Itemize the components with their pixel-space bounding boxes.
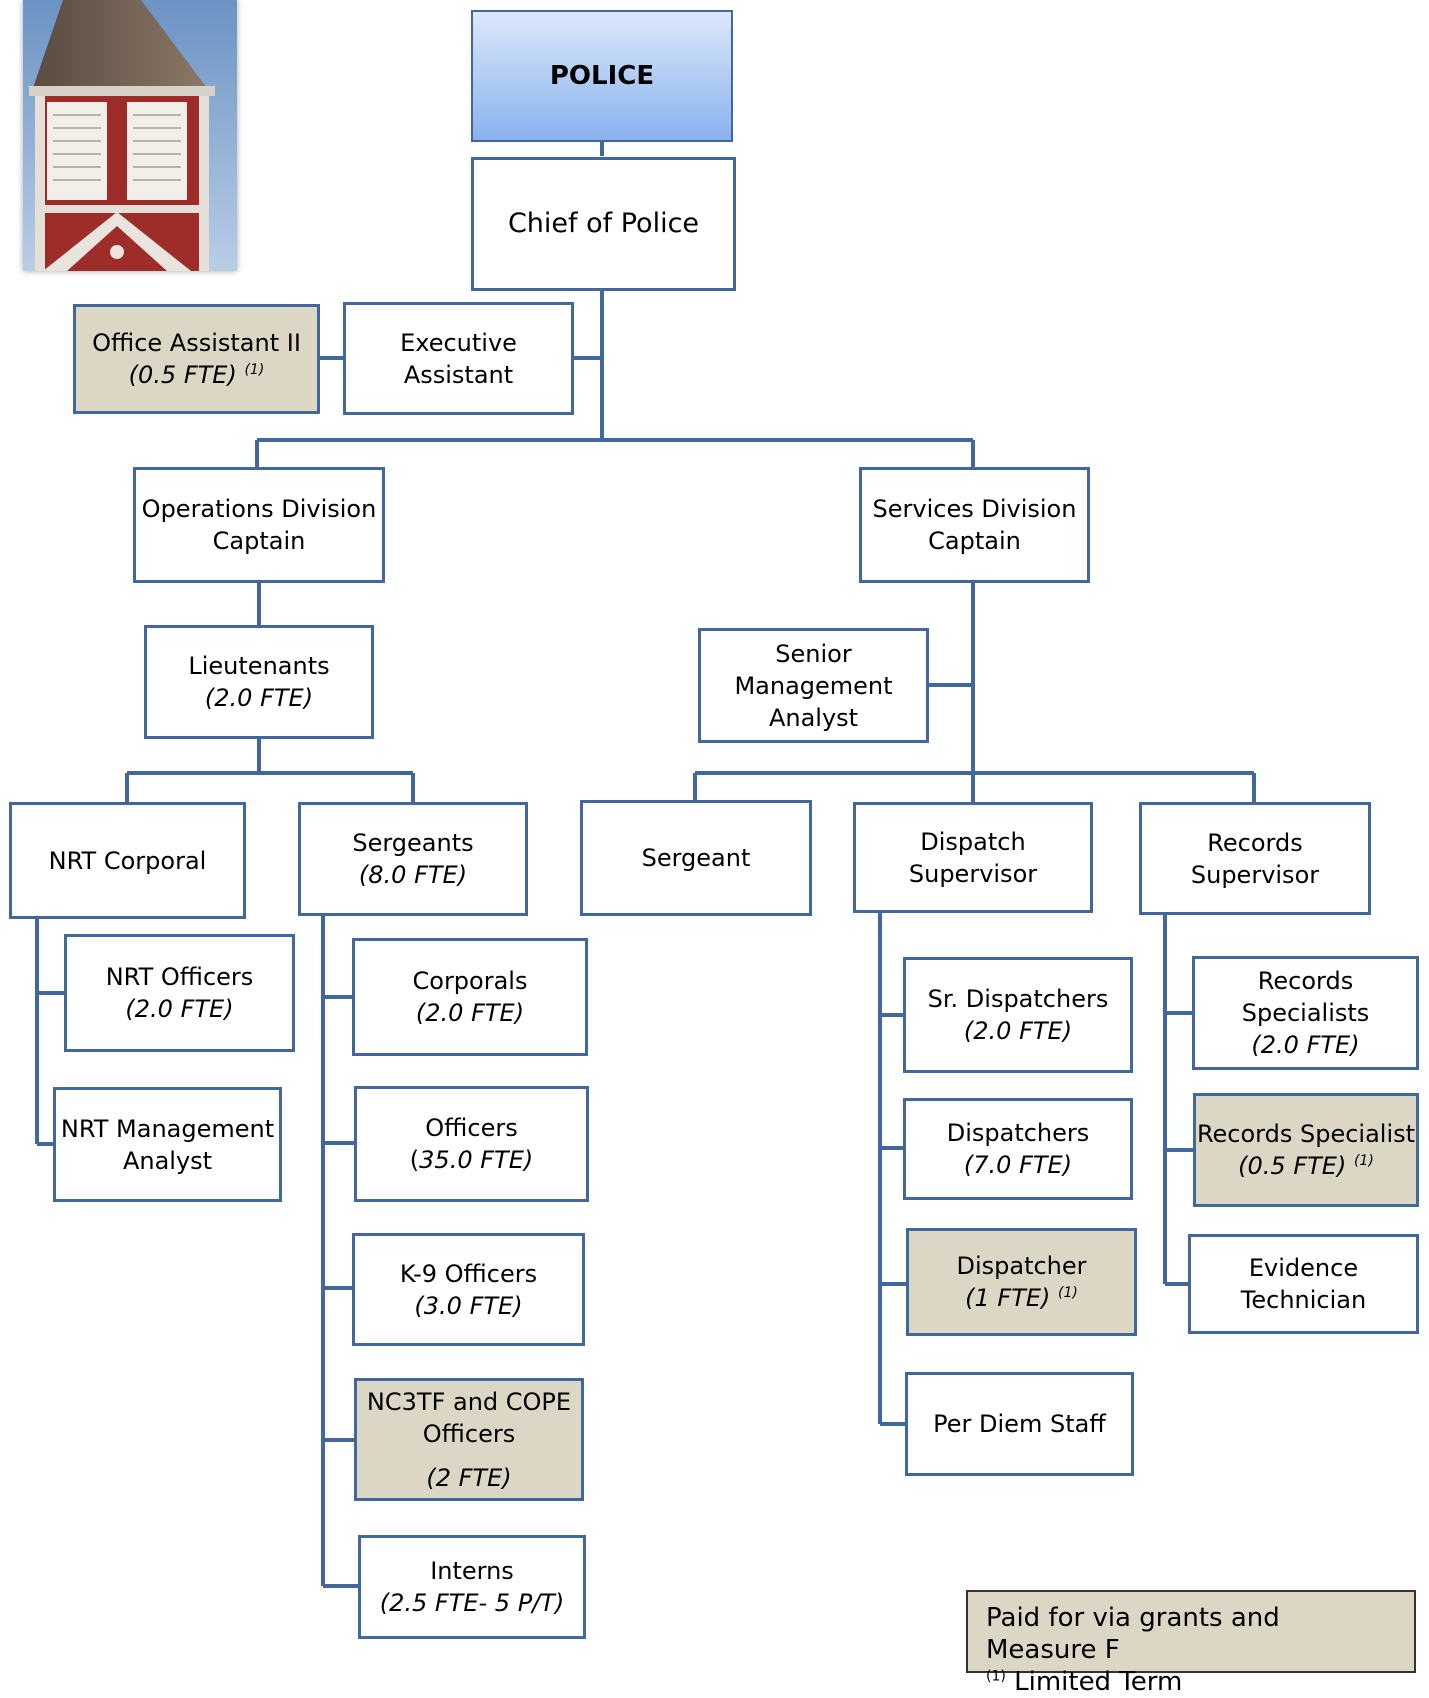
executive-assistant-box: Executive Assistant: [343, 302, 574, 415]
senior-management-analyst-box: Senior Management Analyst: [698, 628, 929, 743]
lieutenants-box: Lieutenants (2.0 FTE): [144, 625, 374, 739]
nrt-management-analyst-box: NRT Management Analyst: [53, 1087, 282, 1202]
k9-officers-box: K-9 Officers (3.0 FTE): [352, 1233, 585, 1346]
per-diem-staff-box: Per Diem Staff: [905, 1372, 1134, 1476]
legend-line-1: Paid for via grants and Measure F: [986, 1603, 1280, 1665]
records-specialist-grant-box: Records Specialist (0.5 FTE) (1): [1193, 1093, 1419, 1207]
records-specialists-box: Records Specialists (2.0 FTE): [1192, 956, 1419, 1070]
evidence-technician-box: Evidence Technician: [1188, 1234, 1419, 1334]
sr-dispatchers-box: Sr. Dispatchers (2.0 FTE): [903, 957, 1133, 1073]
grant-legend: Paid for via grants and Measure F (1) Li…: [966, 1590, 1416, 1697]
corporals-box: Corporals (2.0 FTE): [352, 938, 588, 1056]
dispatchers-box: Dispatchers (7.0 FTE): [903, 1098, 1133, 1200]
dispatcher-grant-box: Dispatcher (1 FTE) (1): [906, 1228, 1137, 1336]
dispatch-supervisor-box: Dispatch Supervisor: [853, 802, 1093, 913]
clock-tower-photo: [23, 0, 237, 271]
office-assistant-box: Office Assistant II (0.5 FTE) (1): [73, 304, 320, 414]
nc3tf-cope-officers-box: NC3TF and COPE Officers (2 FTE): [354, 1378, 584, 1501]
interns-box: Interns (2.5 FTE- 5 P/T): [358, 1535, 586, 1639]
services-captain-box: Services Division Captain: [859, 467, 1090, 583]
sergeant-box: Sergeant: [580, 800, 812, 916]
legend-line-2: (1) Limited Term: [986, 1667, 1183, 1697]
operations-captain-box: Operations Division Captain: [133, 467, 385, 583]
chief-of-police-box: Chief of Police: [471, 157, 736, 291]
nrt-officers-box: NRT Officers (2.0 FTE): [64, 934, 295, 1052]
department-title: POLICE: [471, 10, 733, 142]
officers-box: Officers (35.0 FTE): [354, 1086, 589, 1202]
records-supervisor-box: Records Supervisor: [1139, 802, 1371, 915]
nrt-corporal-box: NRT Corporal: [9, 802, 246, 919]
sergeants-box: Sergeants (8.0 FTE): [298, 802, 528, 916]
